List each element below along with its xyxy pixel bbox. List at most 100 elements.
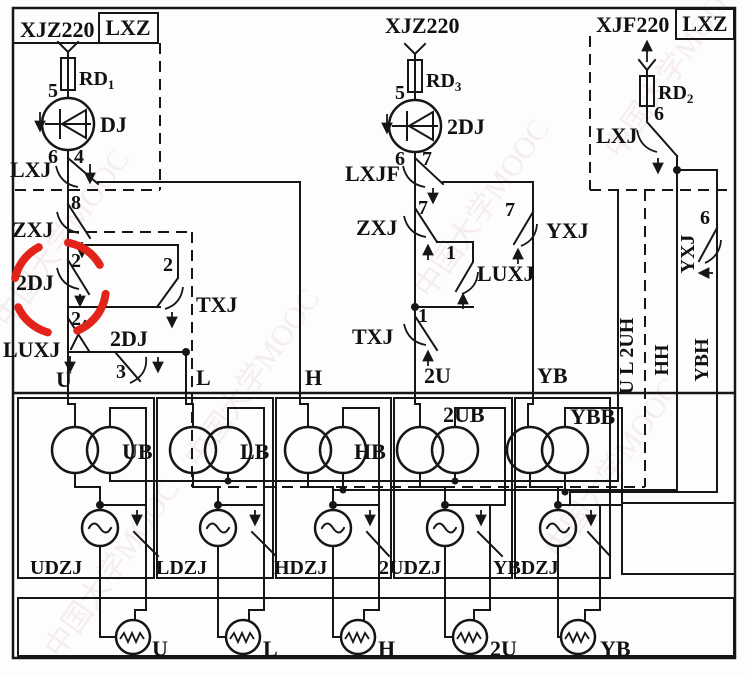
junction-dot [224, 477, 232, 485]
lamp-unit-u: UB UDZJ U [17, 397, 168, 661]
wire-ybh [676, 169, 718, 493]
label-contact-lxj: LXJ [596, 123, 638, 148]
lamp-unit-yb: YBB YBDZJ YB [493, 397, 631, 661]
label-contact-luxj: LUXJ [477, 261, 534, 286]
contact-arc [402, 165, 426, 188]
label-contact-lxj: LXJ [10, 157, 52, 182]
wire-primary-return [192, 472, 219, 508]
contact-arc [403, 215, 427, 238]
contact-arc [403, 323, 427, 346]
pin-number: 6 [48, 146, 58, 168]
bus-wiring [109, 189, 735, 575]
label-contact-2dj-branch: 2DJ [110, 326, 148, 351]
contact-arc [55, 165, 79, 188]
label-transformer-hb: HB [354, 439, 386, 464]
wire-primary-return [419, 472, 446, 508]
label-panel-lxz: LXZ [682, 11, 727, 36]
middle-feed-circuit: XJZ220 RD3 5 2DJ 6 7 LXJF 7 ZXJ 1 LUXJ [345, 13, 589, 428]
lamp-filament [456, 630, 482, 645]
label-contact-zxj: ZXJ [356, 215, 398, 240]
pin-number: 2 [163, 254, 173, 276]
pin-number: 5 [48, 80, 58, 102]
label-contact-lxjf: LXJF [345, 161, 400, 186]
relay-diode-triangle [60, 108, 87, 140]
wire-primary-return [529, 472, 559, 508]
lamp-section-box [17, 597, 735, 657]
bus-ul2uh [109, 189, 619, 482]
lamp-icon [559, 618, 597, 656]
transformer-icon [430, 425, 480, 475]
label-lamp-yb: YB [600, 636, 631, 661]
label-fuse-rd1: RD1 [79, 68, 114, 92]
label-feed-h: H [305, 365, 322, 390]
feed-labels: U L H 2U YB [56, 363, 568, 392]
wire-secondary [342, 407, 380, 621]
ac-sine-icon [432, 522, 458, 534]
contact-blade [250, 530, 278, 558]
contact-blade-lxjf [413, 156, 445, 186]
label-source-xjz220: XJZ220 [385, 13, 460, 38]
contact-arc [636, 129, 658, 153]
pin-number: 2 [71, 250, 81, 272]
contact-blade [476, 530, 504, 558]
label-transformer-2ub: 2UB [443, 402, 485, 427]
transformer-icon [283, 425, 333, 475]
label-lamp-2u: 2U [490, 636, 517, 661]
contact-blade-yxj [697, 226, 719, 263]
contact-arc [164, 286, 184, 310]
label-relay-2udzj: 2UDZJ [379, 557, 441, 579]
wire-secondary [454, 407, 506, 506]
lamp-unit-l: LB LDZJ L [156, 397, 278, 661]
wire-2u-feed [414, 151, 421, 428]
label-cable-ul2uh: U L 2UH [616, 317, 638, 394]
lamp-icon [339, 618, 377, 656]
contact-blade-2dj [66, 258, 91, 296]
lamp-unit-h: HB HDZJ H [274, 397, 395, 661]
relay-diode-triangle [407, 110, 434, 142]
spare-box [621, 502, 735, 575]
junction-dot [561, 488, 569, 496]
contact-blade-txj [413, 314, 439, 352]
fuse-icon [60, 57, 76, 91]
pin-number: 8 [71, 192, 81, 214]
fuse-icon [407, 59, 423, 93]
label-contact-luxj: LUXJ [3, 337, 60, 362]
transformer-icon [50, 425, 100, 475]
pin-number: 5 [395, 82, 405, 104]
left-feed-circuit: XJZ220 LXZ RD1 5 DJ 6 4 LXJ 8 ZXJ 2 TXJ [3, 12, 309, 428]
contact-blade-2dj-branch [113, 350, 142, 383]
label-source-xjz220: XJZ220 [20, 17, 95, 42]
contact-blade-zxj [66, 202, 92, 240]
fuse-icon [639, 75, 655, 107]
pin-number: 6 [654, 103, 664, 125]
pin-number: 7 [505, 199, 515, 221]
wire-h-feed [97, 181, 309, 428]
lamp-icon [224, 618, 262, 656]
label-feed-u: U [56, 367, 72, 392]
junction-dot [339, 486, 347, 494]
pin-number: 3 [116, 361, 126, 383]
label-panel-lxz: LXZ [105, 15, 150, 40]
pin-number: 7 [418, 197, 428, 219]
wire-branch [584, 504, 601, 621]
contact-blade [365, 530, 391, 558]
pin-number: 6 [700, 207, 710, 229]
contact-arc [129, 356, 148, 384]
label-cable-ybh: YBH [691, 338, 713, 382]
label-contact-zxj: ZXJ [12, 217, 54, 242]
wire-secondary [109, 407, 147, 621]
transformer-icon [505, 425, 555, 475]
label-relay-dj: DJ [100, 112, 127, 137]
unit-box [514, 397, 611, 579]
wire-to-lamp [99, 545, 117, 638]
contact-arc [56, 267, 80, 290]
wire-to-lamp [444, 545, 454, 638]
red-annotation-circle [10, 238, 110, 338]
label-feed-2u: 2U [424, 363, 451, 388]
label-relay-2dj: 2DJ [447, 114, 485, 139]
wire-secondary [564, 407, 623, 506]
label-relay-ybdzj: YBDZJ [493, 557, 559, 579]
label-relay-ldzj: LDZJ [156, 557, 207, 579]
contact-blade-lxj [645, 120, 679, 158]
